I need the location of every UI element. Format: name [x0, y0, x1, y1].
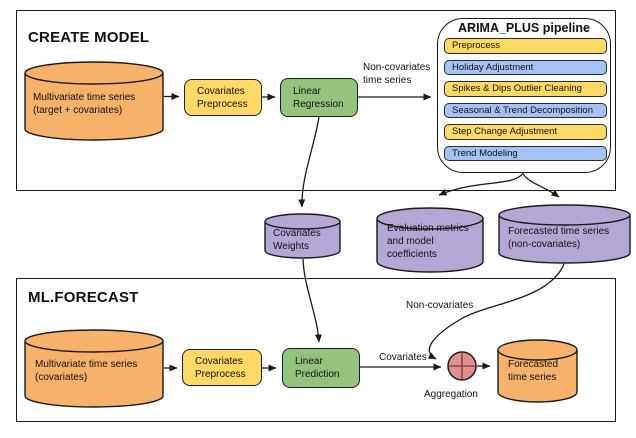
linear-prediction-line1: Linear — [295, 356, 323, 367]
forecasted-output-line2: time series — [508, 372, 557, 383]
covariates-preprocess-line2: Preprocess — [197, 98, 248, 110]
non-covariates-edge-label: Non-covariates — [406, 300, 474, 311]
forecasted-noncov-line2: (non-covariates) — [508, 239, 581, 250]
forecasted-output-line1: Forecasted — [508, 359, 559, 370]
linear-regression-box: Linear Regression — [280, 78, 358, 117]
aggregation-label: Aggregation — [424, 389, 478, 400]
edge-label-line2: time series — [363, 74, 412, 86]
covariates-weights-line2: Weights — [273, 241, 309, 252]
forecasted-output-label: Forecasted time series — [508, 358, 558, 384]
covariates-preprocess-box-create: Covariates Preprocess — [184, 79, 262, 116]
non-covariates-time-series-edge-label: Non-covariates time series — [363, 62, 430, 87]
forecasted-noncov-line1: Forecasted time series — [508, 226, 610, 237]
create-model-title: CREATE MODEL — [28, 29, 150, 46]
pipeline-step-spikes-dips-outlier-cleaning: Spikes & Dips Outlier Cleaning — [444, 81, 607, 97]
edge-label-line1: Non-covariates — [363, 62, 431, 73]
linear-prediction-line2: Prediction — [295, 369, 340, 380]
multivariate-covariates-label: Multivariate time series (covariates) — [35, 358, 137, 384]
linear-regression-line1: Linear — [293, 85, 321, 97]
pipeline-step-preprocess: Preprocess — [444, 38, 607, 54]
covariates-weights-line1: Covariates — [273, 228, 321, 239]
covariates-weights-label: Covariates Weights — [273, 227, 321, 253]
pipeline-step-step-change-adjustment: Step Change Adjustment — [444, 124, 607, 140]
covariates-preprocess-line1: Covariates — [197, 85, 245, 97]
evaluation-metrics-label: Evaluation metrics and model coefficient… — [387, 222, 469, 261]
multivariate-target-line1: Multivariate time series — [33, 92, 136, 103]
covariates-preprocess-line1: Covariates — [195, 355, 243, 367]
covariates-preprocess-line2: Preprocess — [195, 368, 246, 380]
pipeline-step-trend-modeling: Trend Modeling — [444, 145, 607, 161]
pipeline-step-holiday-adjustment: Holiday Adjustment — [444, 59, 607, 75]
linear-regression-line2: Regression — [293, 98, 344, 110]
covariates-preprocess-box-forecast: Covariates Preprocess — [182, 349, 262, 386]
multivariate-target-label: Multivariate time series (target + covar… — [33, 91, 135, 117]
linear-prediction-box: Linear Prediction — [282, 348, 360, 388]
multivariate-covariates-line2: (covariates) — [35, 372, 88, 383]
arima-plus-pipeline-title: ARIMA_PLUS pipeline — [458, 21, 590, 35]
evaluation-metrics-line3: coefficients — [387, 249, 437, 260]
ml-forecast-title: ML.FORECAST — [28, 289, 139, 306]
multivariate-covariates-line1: Multivariate time series — [35, 359, 138, 370]
forecasted-non-covariates-label: Forecasted time series (non-covariates) — [508, 225, 609, 251]
covariates-edge-label: Covariates — [379, 352, 427, 363]
evaluation-metrics-line2: and model — [387, 236, 434, 247]
evaluation-metrics-line1: Evaluation metrics — [387, 223, 469, 234]
multivariate-target-line2: (target + covariates) — [33, 105, 123, 116]
pipeline-step-seasonal-trend-decomposition: Seasonal & Trend Decomposition — [444, 102, 607, 118]
